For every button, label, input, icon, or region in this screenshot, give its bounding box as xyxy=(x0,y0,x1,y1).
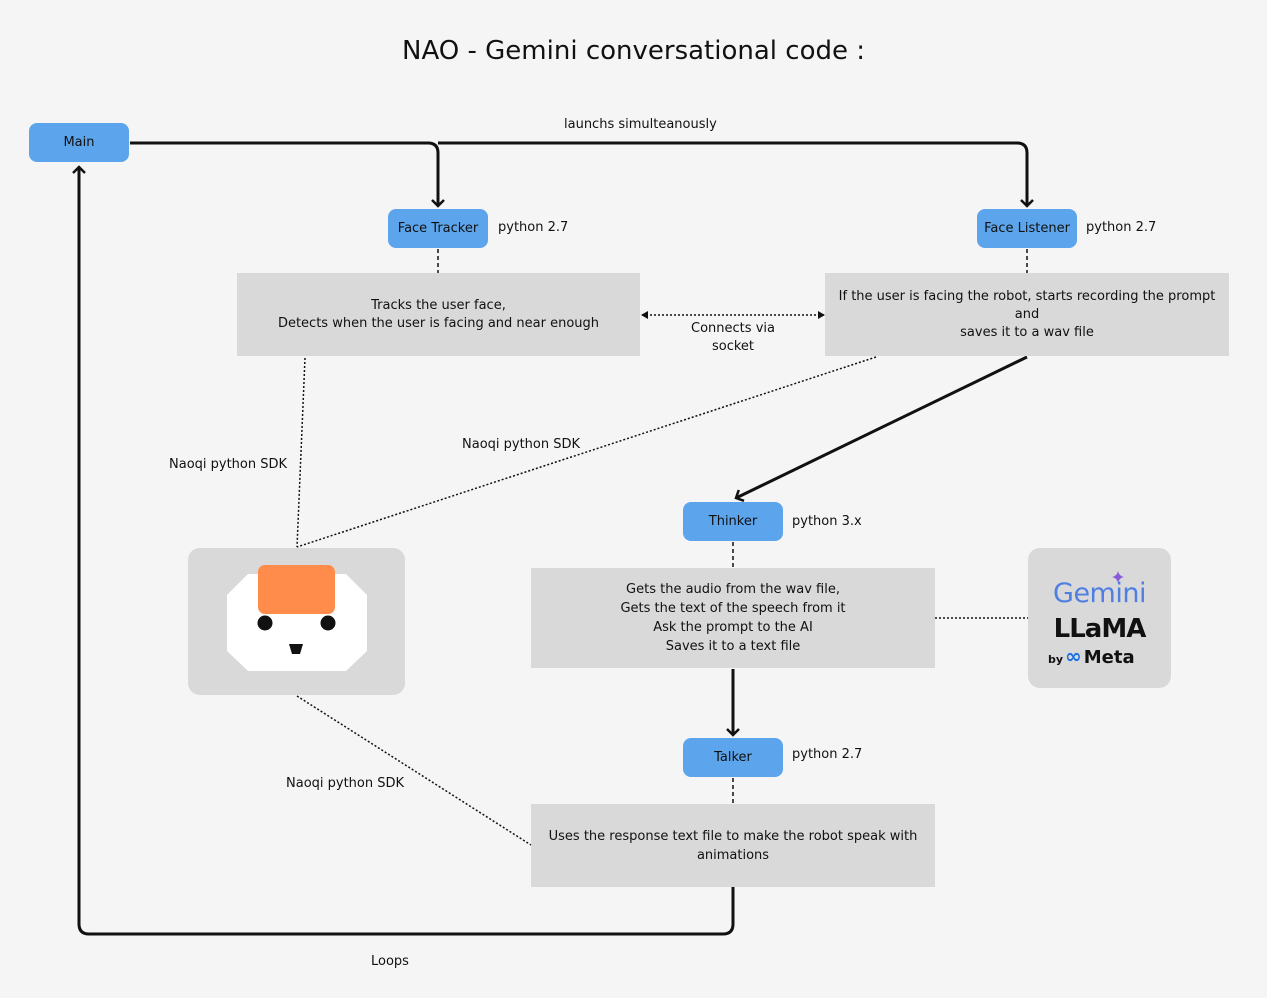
description-line: Uses the response text file to make the … xyxy=(548,828,918,844)
meta-infinity-icon: ∞ xyxy=(1065,644,1082,668)
by-text: by xyxy=(1048,653,1064,666)
description-line: animations xyxy=(696,847,770,863)
description-line: saves it to a wav file xyxy=(960,324,1094,340)
description-line: Ask the prompt to the AI xyxy=(653,620,813,635)
description-line: Detects when the user is facing and near… xyxy=(277,315,600,331)
face-listener-description: If the user is facing the robot, starts … xyxy=(825,273,1229,356)
nao-robot-card xyxy=(188,548,405,695)
meta-text: Meta xyxy=(1083,647,1135,668)
launch-arrow-listener xyxy=(438,141,1034,208)
nao-robot-icon xyxy=(227,565,367,671)
description-line: Gets the audio from the wav file, xyxy=(626,582,840,597)
description-line: Tracks the user face, xyxy=(371,297,506,313)
main-node: Main xyxy=(29,123,129,162)
description-line: If the user is facing the robot, starts … xyxy=(838,288,1216,322)
talker-node: Talker xyxy=(683,738,783,777)
thinker-version: python 3.x xyxy=(792,514,862,529)
face-tracker-description: Tracks the user face, Detects when the u… xyxy=(237,273,640,356)
socket-label: Connects via socket xyxy=(683,320,783,356)
gemini-sparkle-icon xyxy=(1112,571,1124,583)
loop-arrow xyxy=(72,165,735,936)
face-tracker-node: Face Tracker xyxy=(388,209,488,248)
description-line: Gets the text of the speech from it xyxy=(620,601,846,616)
robot-left-eye xyxy=(257,615,273,631)
robot-right-eye xyxy=(320,615,336,631)
listener-to-thinker-arrow xyxy=(734,355,1028,502)
by-meta-logo: by∞Meta xyxy=(1048,644,1135,668)
diagram-title: NAO - Gemini conversational code : xyxy=(402,36,865,66)
loops-label: Loops xyxy=(371,954,409,969)
sdk-label-listener: Naoqi python SDK xyxy=(462,437,581,452)
sdk-label-talker: Naoqi python SDK xyxy=(286,776,405,791)
thinker-description: Gets the audio from the wav file, Gets t… xyxy=(531,568,935,668)
launch-arrow-tracker xyxy=(130,141,445,208)
talker-description: Uses the response text file to make the … xyxy=(531,804,935,887)
sdk-line-tracker xyxy=(296,357,306,548)
face-tracker-version: python 2.7 xyxy=(498,220,569,235)
thinker-node: Thinker xyxy=(683,502,783,541)
ai-models-card: Gemini LLaMA by∞Meta xyxy=(1028,548,1171,688)
socket-label-line: socket xyxy=(711,339,755,354)
sdk-line-talker xyxy=(296,695,532,846)
robot-head-top xyxy=(258,565,335,614)
gemini-logo: Gemini xyxy=(1053,578,1146,609)
description-line: Saves it to a text file xyxy=(665,639,801,654)
talker-version: python 2.7 xyxy=(792,747,863,762)
socket-label-line: Connects via xyxy=(691,321,775,336)
launch-label: launchs simulteanously xyxy=(564,117,717,132)
face-listener-version: python 2.7 xyxy=(1086,220,1157,235)
robot-mouth xyxy=(289,644,303,654)
llama-logo: LLaMA xyxy=(1053,614,1147,644)
sdk-line-listener xyxy=(296,356,877,548)
sdk-label-tracker: Naoqi python SDK xyxy=(169,457,288,472)
face-listener-node: Face Listener xyxy=(977,209,1077,248)
